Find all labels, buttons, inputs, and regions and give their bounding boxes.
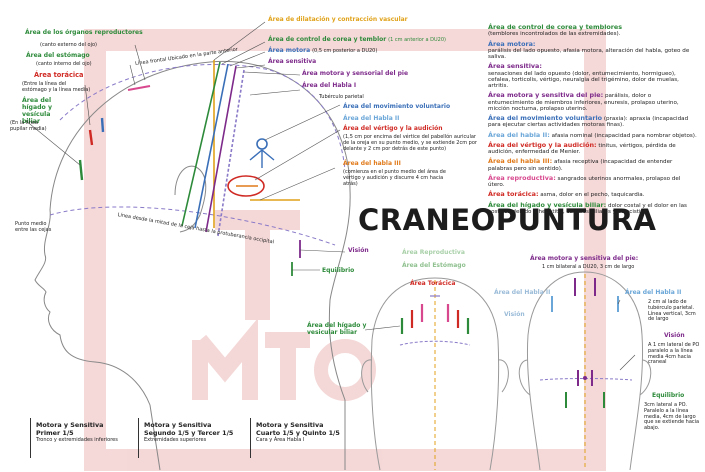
list-item: Área reproductiva: sangrados uterinos an… <box>488 173 681 188</box>
label-sensitiva: Área sensitiva <box>268 58 317 65</box>
label-vision-back: Visión <box>664 332 685 339</box>
label-habla2-back: Área del Habla II <box>625 289 682 296</box>
list-item: Área torácica: asma, dolor en el pecho, … <box>488 190 645 199</box>
leader-lines <box>24 21 636 371</box>
note-higado: (En la línea pupilar media) <box>10 120 47 132</box>
note-estomago: (canto interno del ojo) <box>36 61 92 67</box>
list-item: Área de control de corea y temblores(tem… <box>488 23 623 38</box>
label-vision-front: Visión <box>504 311 525 318</box>
label-vertigo: Área del vértigo y la audición <box>343 125 443 132</box>
note-vision-back: A 1 cm lateral de PO paralelo a la línea… <box>648 342 700 366</box>
label-vision-side: Visión <box>348 247 369 254</box>
label-motora-sensorial: Área motora y sensorial del pie <box>302 70 409 77</box>
label-corea: Área de control de corea y temblor <box>268 36 387 43</box>
label-punto-medio: Punto medio entre las cejas <box>15 221 52 233</box>
note-motora: (0,5 cm posterior a DU20) <box>312 48 378 54</box>
note-habla3: (comienza en el punto medio del área de … <box>343 169 446 187</box>
list-item: Área motora:parálisis del lado opuesto, … <box>488 39 690 60</box>
label-habla1: Área del Habla I <box>302 82 357 89</box>
label-estomago-front: Área del Estómago <box>402 262 466 269</box>
label-dilatacion: Área de dilatación y contracción vascula… <box>268 16 408 23</box>
footer-section-1: Motora y Sensitiva Primer 1/5 Tronco y e… <box>36 421 118 444</box>
label-pie-back: Área motora y sensitiva del pie: <box>530 255 639 262</box>
label-habla3: Área del habla III <box>343 160 401 167</box>
label-toracica-front: Área Torácica <box>410 280 456 287</box>
list-item: Área del habla III: afasia receptiva (in… <box>488 157 673 172</box>
list-item: Área del habla II: afasia nominal (incap… <box>488 130 697 139</box>
main-head-guides <box>49 63 346 246</box>
label-motora: Área motora <box>268 47 311 54</box>
footer-section-2: Motora y Sensitiva Segundo 1/5 y Tercer … <box>144 421 234 444</box>
label-organos-reproductores: Área de los órganos reproductores <box>25 29 143 36</box>
label-habla2-back-left: Área del Habla II <box>494 289 551 296</box>
page-title: CRANEOPUNTURA <box>358 203 657 237</box>
label-higado: Área del hígado y vesícula biliar <box>22 97 52 126</box>
footer-divider <box>138 418 139 458</box>
label-higado-front: Área del hígado y vesicular biliar <box>307 322 367 336</box>
label-habla2: Área del Habla II <box>343 115 400 122</box>
back-head <box>518 271 652 471</box>
list-item: Área sensitiva:sensaciones del lado opue… <box>488 62 679 89</box>
main-head-area-lines <box>78 60 301 276</box>
label-movimiento: Área del movimiento voluntario <box>343 103 451 110</box>
note-habla2-back: 2 cm al lado de tubérculo parietal. Líne… <box>648 299 696 323</box>
footer-section-3: Motora y Sensitiva Cuarto 1/5 y Quinto 1… <box>256 421 340 444</box>
note-pie-back: 1 cm bilateral a DU20, 3 cm de largo <box>542 264 635 270</box>
note-vertigo: (1,5 cm por encima del vértice del pabel… <box>343 134 477 152</box>
footer-divider <box>30 418 31 458</box>
front-head-guides <box>399 280 471 470</box>
indications-list: Área de control de corea y temblores(tem… <box>488 23 698 218</box>
label-toracica: Área torácica <box>34 71 84 79</box>
note-organos: (canto externo del ojo) <box>40 42 97 48</box>
main-head-profile <box>34 60 351 471</box>
list-item: Área del movimiento voluntario (praxia):… <box>488 114 689 129</box>
note-toracica: (Entre la línea del estómago y la línea … <box>22 81 91 93</box>
label-equilibrio-back: Equilibrio <box>652 392 685 399</box>
label-estomago: Área del estómago <box>26 52 90 59</box>
label-equilibrio-side: Equilibrio <box>322 267 355 274</box>
list-item: Área del vértigo y la audición: tinitus,… <box>488 140 676 155</box>
note-corea: (1 cm anterior a DU20) <box>388 37 446 43</box>
footer-divider <box>250 418 251 458</box>
back-head-guides <box>539 274 633 470</box>
label-reproductiva: Área Reproductiva <box>402 249 465 256</box>
list-item: Área del hígado y vesícula biliar: dolor… <box>488 200 687 215</box>
list-item: Área motora y sensitiva del pie: parális… <box>488 91 679 112</box>
label-tuberculo: Tubérculo parietal <box>319 94 364 100</box>
front-head <box>361 277 509 471</box>
note-equilibrio-back: 3cm lateral a PO. Paralelo a la línea me… <box>644 402 700 431</box>
